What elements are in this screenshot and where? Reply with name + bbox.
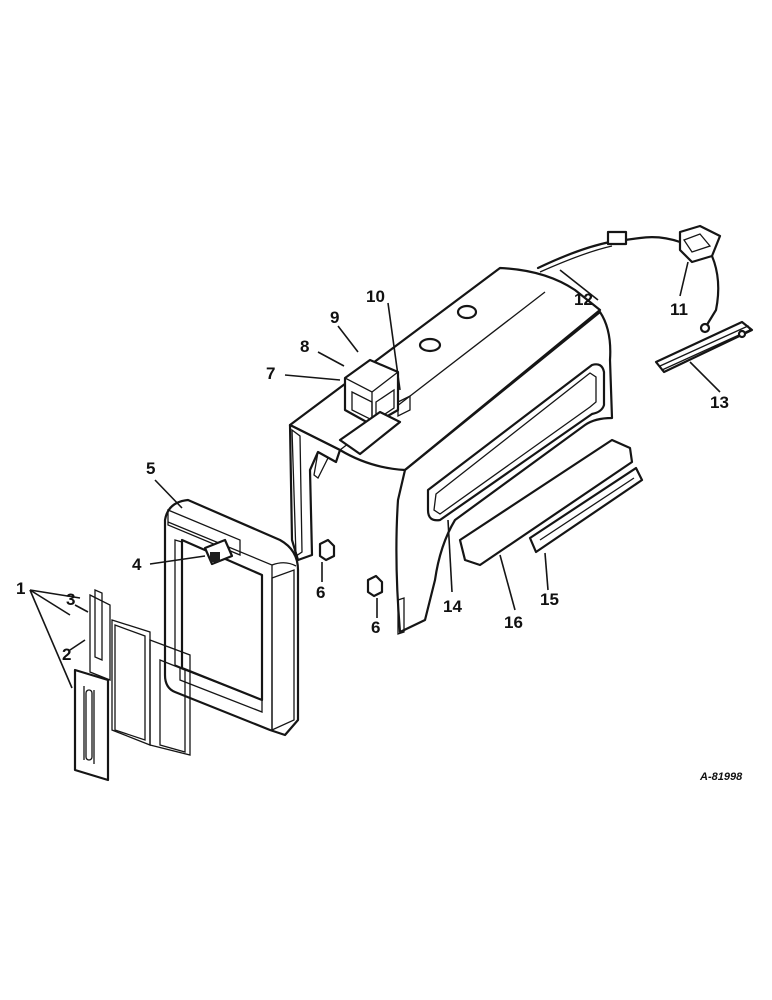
callout-leaders — [29, 261, 721, 689]
callout-6a: 6 — [316, 583, 325, 602]
callout-labels: 1 2 3 4 5 6 6 7 8 9 10 11 12 13 14 15 16… — [16, 287, 743, 783]
radiator-shell — [163, 498, 300, 737]
callout-12: 12 — [574, 290, 593, 309]
hood-lower-edge — [397, 597, 405, 635]
drawing-number: A-81998 — [699, 771, 743, 783]
callout-11: 11 — [670, 300, 688, 319]
callout-2: 2 — [62, 645, 71, 664]
wiring-harness — [536, 224, 754, 374]
rubber-bumper-2 — [366, 574, 384, 598]
callout-3: 3 — [66, 590, 75, 609]
callout-15: 15 — [540, 590, 559, 609]
callout-6b: 6 — [371, 618, 380, 637]
callout-4: 4 — [132, 555, 142, 574]
hood-opening-2 — [456, 304, 478, 320]
callout-16: 16 — [504, 613, 523, 632]
callout-5: 5 — [146, 459, 155, 478]
callout-13: 13 — [710, 393, 729, 412]
hood-opening-1 — [418, 337, 442, 353]
instrument-box — [338, 358, 411, 456]
callout-1: 1 — [16, 579, 25, 598]
callout-14: 14 — [443, 597, 462, 616]
side-grille-15 — [528, 466, 644, 554]
callout-10: 10 — [366, 287, 385, 306]
grille-screens — [73, 589, 191, 782]
rubber-bumper-1 — [318, 538, 336, 562]
side-panel-trim — [426, 363, 606, 522]
left-flange-edge — [291, 428, 303, 558]
callout-8: 8 — [300, 337, 309, 356]
callout-7: 7 — [266, 364, 275, 383]
callout-9: 9 — [330, 308, 339, 327]
side-grille-16 — [458, 438, 634, 567]
